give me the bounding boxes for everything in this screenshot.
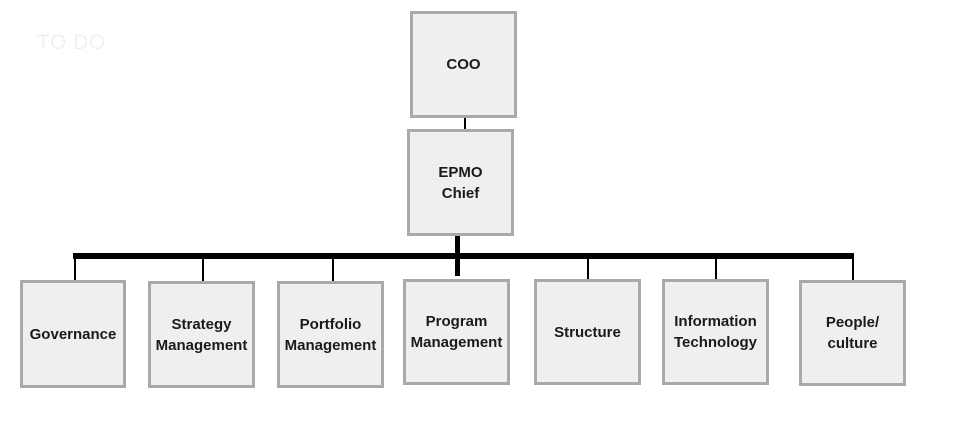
node-strategy-management: Strategy Management: [148, 281, 255, 388]
node-people-culture: People/ culture: [799, 280, 906, 386]
node-information-technology: Information Technology: [662, 279, 769, 385]
connector-structure: [587, 256, 589, 281]
node-epmo-chief: EPMO Chief: [407, 129, 514, 236]
node-portfolio-management: Portfolio Management: [277, 281, 384, 388]
connector-portfolio: [332, 256, 334, 283]
node-program-management: Program Management: [403, 279, 510, 385]
horizontal-bus: [73, 253, 854, 259]
connector-information-technology: [715, 256, 717, 281]
node-coo: COO: [410, 11, 517, 118]
node-governance: Governance: [20, 280, 126, 388]
connector-coo-epmo: [464, 116, 466, 131]
connector-governance: [74, 256, 76, 282]
connector-people-culture: [852, 256, 854, 282]
node-structure: Structure: [534, 279, 641, 385]
todo-watermark: TO DO: [37, 31, 106, 54]
connector-strategy: [202, 256, 204, 283]
